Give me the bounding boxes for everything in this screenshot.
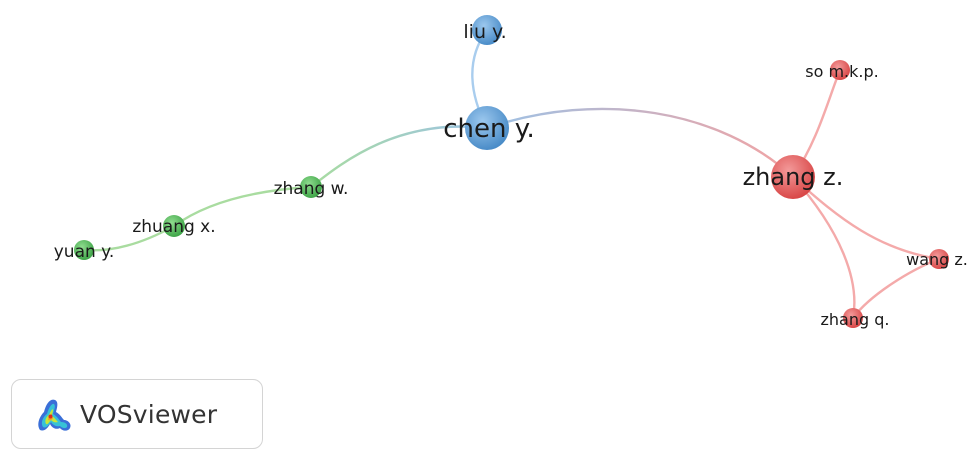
node-label-zhangq: zhang q.: [821, 310, 890, 329]
node-label-so: so m.k.p.: [805, 62, 878, 81]
node-zhuang[interactable]: [163, 215, 185, 237]
label-layer: liu y. chen y. zhang w. zhuang x. yuan y…: [54, 21, 968, 329]
node-label-yuan: yuan y.: [54, 242, 114, 262]
node-zhangq[interactable]: [843, 308, 863, 328]
node-label-zhangw: zhang w.: [274, 179, 349, 199]
node-chen[interactable]: [465, 106, 509, 150]
node-yuan[interactable]: [74, 240, 94, 260]
edge-zhangz-zhangq: [792, 176, 856, 319]
node-label-chen: chen y.: [443, 114, 534, 144]
node-label-wang: wang z.: [906, 250, 968, 269]
node-label-zhuang: zhuang x.: [132, 217, 215, 237]
vosviewer-wordmark: VOSviewer: [80, 399, 218, 429]
node-label-liu: liu y.: [463, 21, 506, 43]
node-zhangz[interactable]: [771, 155, 815, 199]
node-so[interactable]: [830, 60, 850, 80]
node-zhangw[interactable]: [300, 176, 322, 198]
edge-chen-zhangz: [486, 107, 794, 178]
vosviewer-logo-icon: [38, 399, 71, 431]
vosviewer-badge[interactable]: VOSviewer: [11, 379, 263, 449]
node-liu[interactable]: [472, 15, 502, 45]
node-layer: [74, 15, 949, 328]
node-label-zhangz: zhang z.: [743, 163, 844, 191]
edge-zhangw-zhuang: [173, 185, 312, 227]
edge-chen-zhangw: [310, 125, 488, 188]
edge-zhangz-wang: [792, 176, 940, 261]
node-wang[interactable]: [929, 249, 949, 269]
